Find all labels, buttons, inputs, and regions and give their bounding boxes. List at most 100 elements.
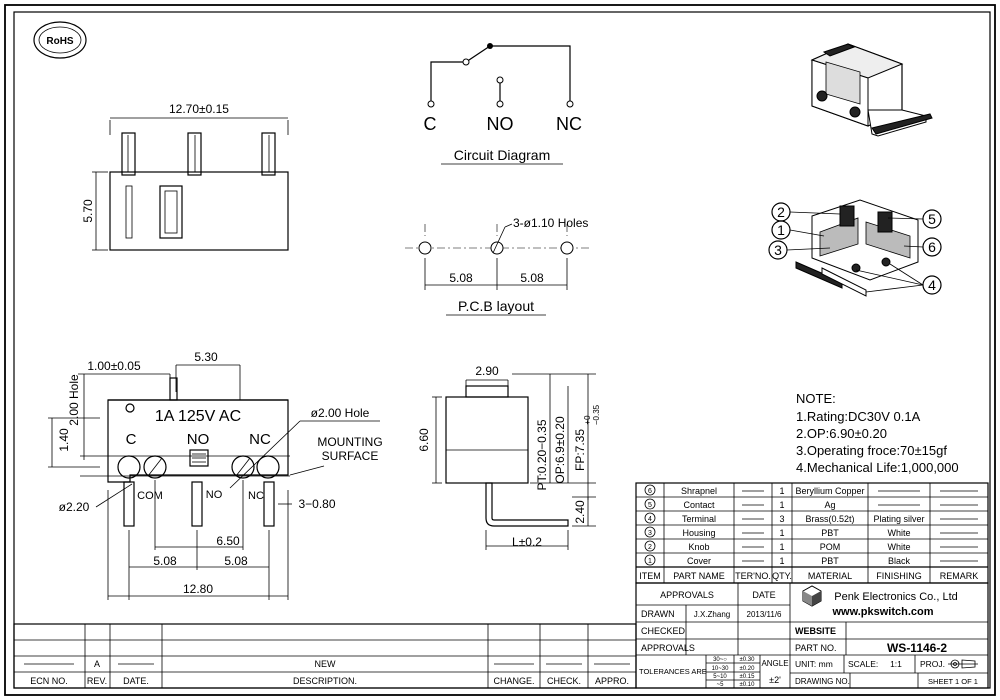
rohs-badge: RoHS (33, 21, 87, 59)
tb-approvals: APPROVALS (660, 590, 714, 600)
row-name: Knob (688, 542, 709, 552)
row-finishing: Plating silver (873, 514, 924, 524)
parts-row: 5 Contact 1 Ag (644, 498, 978, 510)
parts-table: 6 Shrapnel 1 Beryllium Copper 5 Contact … (635, 482, 989, 584)
row-material: POM (820, 542, 841, 552)
projection-symbol-icon (948, 659, 978, 669)
front-dim-650: 6.50 (216, 534, 240, 548)
tb-tol-range: ~5 (717, 682, 725, 688)
tb-website: WEBSITE (795, 626, 836, 636)
callout-1: 1 (777, 222, 785, 238)
hdr-part-name: PART NAME (673, 571, 725, 581)
tb-tol-value: ±0.30 (740, 657, 756, 663)
circuit-label-c: C (424, 114, 437, 134)
row-material: Ag (824, 500, 835, 510)
row-material: PBT (821, 556, 839, 566)
tb-tol-value: ±0.15 (740, 674, 756, 680)
parts-row: 1 Cover 1 PBT Black (644, 554, 978, 566)
tb-unit: UNIT: mm (795, 659, 833, 669)
rev-hdr-ecn: ECN NO. (30, 676, 68, 686)
parts-row: 6 Shrapnel 1 Beryllium Copper (644, 484, 978, 496)
hdr-item: ITEM (639, 571, 661, 581)
tb-drawing-no: DRAWING NO. (795, 677, 850, 686)
pcb-dim-left: 5.08 (449, 271, 473, 285)
note-3: 3.Operating froce:70±15gf (796, 443, 947, 458)
row-material: PBT (821, 528, 839, 538)
rev-hdr-rev: REV. (87, 676, 107, 686)
tb-tol-value: ±0.20 (740, 666, 756, 672)
parts-row: 4 Terminal 3 Brass(0.52t) Plating silver (644, 512, 978, 524)
pcb-dim-right: 5.08 (520, 271, 544, 285)
callout-2: 2 (777, 204, 785, 220)
top-height-dim: 5.70 (81, 199, 95, 223)
parts-row: 3 Housing 1 PBT White (644, 526, 978, 538)
row-num: 3 (648, 530, 652, 537)
tb-scale-value: 1:1 (890, 659, 902, 669)
row-name: Cover (687, 556, 711, 566)
top-view: 12.70±0.15 5.70 (81, 102, 289, 251)
row-finishing: White (887, 528, 910, 538)
note-2: 2.OP:6.90±0.20 (796, 426, 887, 441)
callout-4: 4 (928, 277, 936, 293)
side-pt: PT:0.20−0.35 (535, 419, 549, 490)
rev-hdr-check: CHECK. (547, 676, 581, 686)
hdr-qty: QTY. (772, 571, 792, 581)
row-finishing: White (887, 542, 910, 552)
hdr-finishing: FINISHING (876, 571, 922, 581)
callout-5: 5 (928, 211, 936, 227)
title-block: APPROVALS DATE Penk Electronics Co., Ltd… (635, 582, 989, 689)
front-label-nc: NC (249, 431, 271, 448)
row-material: Brass(0.52t) (805, 514, 854, 524)
front-view: 1.00±0.05 5.30 1A 125V AC C NO NC COM NO… (48, 350, 383, 600)
side-dim-660: 6.60 (417, 428, 431, 452)
hdr-ter-no: TER'NO. (735, 571, 771, 581)
front-dim-left: 1.40 (57, 428, 71, 452)
pcb-layout: 3-ø1.10 Holes 5.08 5.08 P.C.B layout (405, 216, 590, 316)
row-qty: 3 (779, 514, 784, 524)
rev-hdr-description: DESCRIPTION. (293, 676, 357, 686)
side-dim-l: L±0.2 (512, 535, 542, 549)
front-dim-1280: 12.80 (183, 582, 213, 596)
tb-date: DATE (752, 590, 775, 600)
row-name: Contact (683, 500, 715, 510)
row-num: 2 (648, 544, 652, 551)
tb-angle: ANGLE (761, 659, 788, 668)
isometric-view (810, 43, 933, 137)
tb-part-no: PART NO. (795, 643, 837, 653)
front-hole-right: ø2.00 Hole (311, 406, 370, 420)
front-surface: SURFACE (322, 449, 379, 463)
callout-6: 6 (928, 239, 936, 255)
side-fp-tol: −0.35 (592, 404, 601, 425)
side-view: 2.90 6.60 L±0.2 PT:0.20−0.35 OP:6.9±0.20… (417, 364, 601, 550)
rev-description: NEW (315, 659, 337, 669)
top-width-dim: 12.70±0.15 (169, 102, 229, 116)
circuit-diagram: C NO NC Circuit Diagram (424, 43, 582, 165)
rev-hdr-appro: APPRO. (595, 676, 629, 686)
tb-proj: PROJ. (920, 659, 945, 669)
row-qty: 1 (779, 556, 784, 566)
front-mounting: MOUNTING (317, 435, 382, 449)
exploded-view: 2 1 3 5 6 4 (768, 199, 942, 297)
tb-tol-range: 30~○ (713, 657, 727, 663)
tb-website-url: www.pkswitch.com (831, 606, 933, 618)
tb-tol-value: ±0.10 (740, 682, 756, 688)
front-dim-220: ø2.20 (59, 500, 90, 514)
hdr-remark: REMARK (940, 571, 979, 581)
front-label-c: C (126, 431, 137, 448)
pcb-holes-label: 3-ø1.10 Holes (513, 216, 588, 230)
row-name: Terminal (682, 514, 716, 524)
sheet-border (4, 4, 996, 696)
front-pin-nc: NC (248, 490, 264, 502)
parts-row: 2 Knob 1 POM White (644, 540, 978, 552)
tb-drawn: DRAWN (641, 609, 675, 619)
front-label-no: NO (187, 431, 210, 448)
front-rating: 1A 125V AC (155, 408, 241, 425)
side-op: OP:6.9±0.20 (553, 416, 567, 484)
side-fp: FP:7.35 (573, 429, 587, 471)
note-4: 4.Mechanical Life:1,000,000 (796, 460, 959, 475)
row-num: 1 (648, 558, 652, 565)
row-qty: 1 (779, 500, 784, 510)
row-num: 6 (648, 488, 652, 495)
tb-part-no-value: WS-1146-2 (887, 641, 947, 655)
